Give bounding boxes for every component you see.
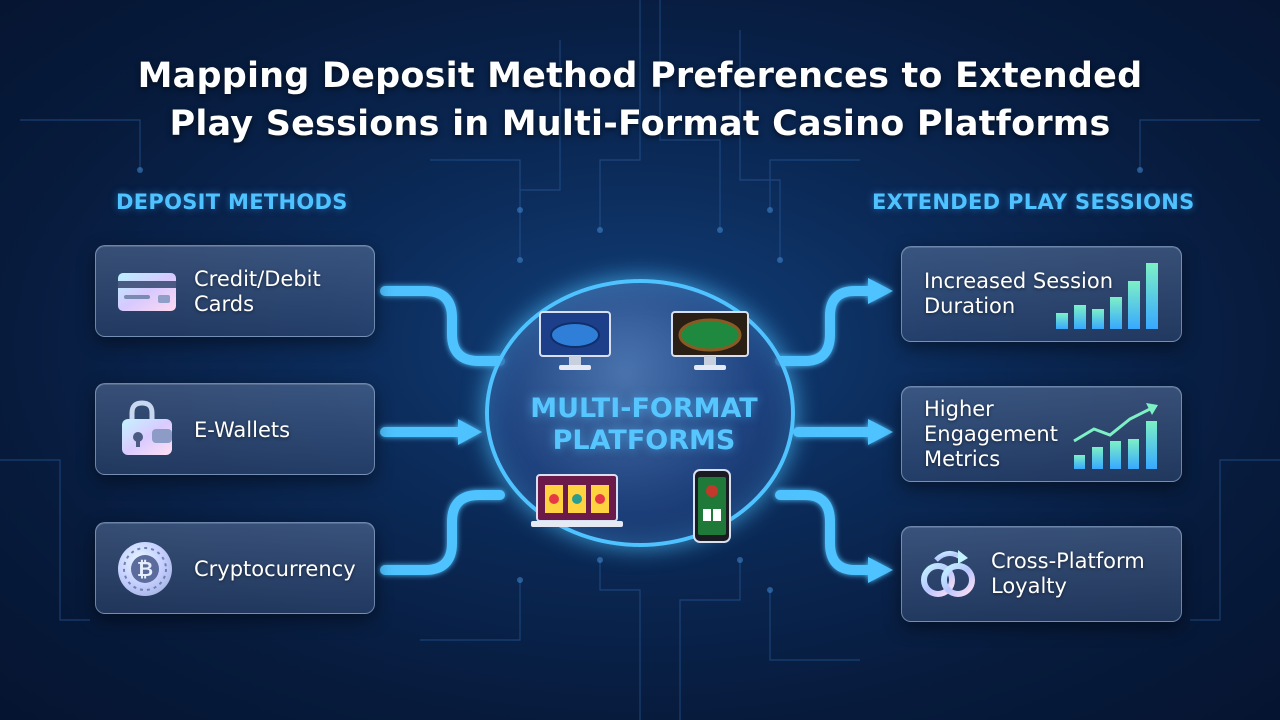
arrowhead-duration: [868, 278, 893, 304]
credit-card-icon: [118, 273, 176, 311]
deposit-methods-heading: DEPOSIT METHODS: [116, 190, 348, 214]
wallet-lock-icon: [122, 400, 172, 455]
deposit-label-line-1: E-Wallets: [194, 418, 291, 442]
trend-chart-icon: [1073, 403, 1158, 469]
outcome-card-loyalty: Cross-Platform Loyalty: [901, 526, 1182, 622]
outcome-label-line-2: Engagement: [924, 422, 1058, 446]
multi-format-platforms-hub: MULTI-FORMAT PLATFORMS: [485, 279, 795, 547]
arrowhead-ewallet: [458, 419, 482, 445]
deposit-label-line-1: Credit/Debit: [194, 267, 321, 291]
hub-label-line-2: PLATFORMS: [552, 425, 736, 456]
extended-play-sessions-heading: EXTENDED PLAY SESSIONS: [872, 190, 1195, 214]
loop-rings-icon: [921, 550, 975, 597]
deposit-card-ewallet: E-Wallets: [95, 383, 375, 475]
desktop-table-icon: [671, 311, 749, 370]
connector-credit-to-hub: [380, 286, 505, 366]
connector-crypto-to-hub: [380, 490, 505, 575]
bitcoin-coin-icon: ₿: [118, 542, 172, 596]
hub-label-line-1: MULTI-FORMAT: [530, 393, 758, 424]
desktop-poker-icon: [539, 311, 611, 370]
title-line-1: Mapping Deposit Method Preferences to Ex…: [137, 56, 1143, 96]
deposit-card-crypto: ₿ Cryptocurrency: [95, 522, 375, 614]
deposit-label-line-2: Cards: [194, 292, 255, 316]
outcome-label-line-1: Cross-Platform: [991, 549, 1145, 573]
connector-hub-to-duration: [775, 286, 877, 366]
outcome-label-line-1: Higher: [924, 397, 994, 421]
outcome-card-duration: Increased Session Duration: [901, 246, 1182, 342]
outcome-label-line-2: Duration: [924, 294, 1016, 318]
arrowhead-loyalty: [868, 557, 893, 583]
svg-text:₿: ₿: [137, 557, 153, 581]
deposit-label-line-1: Cryptocurrency: [194, 557, 356, 581]
laptop-slots-icon: [531, 474, 623, 527]
outcome-label-line-2: Loyalty: [991, 574, 1067, 598]
connector-hub-to-loyalty: [775, 490, 877, 575]
phone-blackjack-icon: [693, 469, 731, 543]
bar-chart-icon: [1056, 263, 1158, 329]
deposit-card-credit: Credit/Debit Cards: [95, 245, 375, 337]
outcome-card-engagement: Higher Engagement Metrics: [901, 386, 1182, 482]
outcome-label-line-3: Metrics: [924, 447, 1001, 471]
title-line-2: Play Sessions in Multi-Format Casino Pla…: [169, 104, 1111, 144]
page-title: Mapping Deposit Method Preferences to Ex…: [0, 52, 1280, 148]
arrowhead-engagement: [868, 419, 893, 445]
outcome-label-line-1: Increased Session: [924, 269, 1113, 293]
